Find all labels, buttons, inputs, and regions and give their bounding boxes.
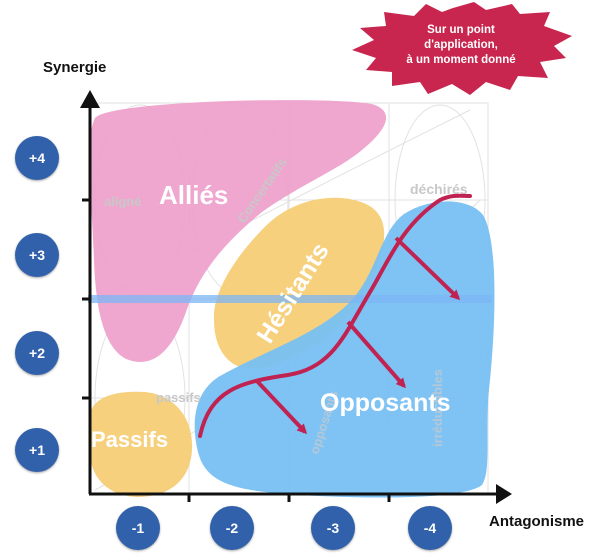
zone-opposants [194, 201, 495, 498]
y-badge-plus3: +3 [15, 233, 59, 277]
zone-title-allies: Alliés [159, 180, 228, 210]
x-badge-minus3: -3 [311, 506, 355, 550]
synergie-level-highlight [88, 295, 492, 303]
zone-passifs [89, 391, 193, 497]
callout-line-2: d'application, [424, 39, 498, 51]
y-badge-plus2: +2 [15, 331, 59, 375]
zone-title-passifs: Passifs [91, 427, 168, 452]
y-axis-title: Synergie [43, 59, 107, 76]
y-badge-plus1: +1 [15, 428, 59, 472]
x-axis-title: Antagonisme [489, 513, 585, 530]
callout-line-3: à un moment donné [406, 54, 515, 66]
arrow-1 [254, 378, 308, 435]
zone-hesitants [213, 197, 385, 369]
label-dechires: déchirés [410, 181, 468, 197]
arrow-2 [346, 320, 406, 389]
x-badge-minus4: -4 [408, 506, 452, 550]
label-aligne: aligné [104, 194, 142, 209]
x-badge-minus1: -1 [116, 506, 160, 550]
label-passifs-faint: passifs [156, 390, 201, 405]
y-axis-arrowhead [80, 90, 100, 108]
zone-title-opposants: Opposants [320, 389, 451, 417]
label-irreductibles: irréductibles [430, 369, 445, 447]
callout-starburst [352, 2, 572, 95]
y-badge-plus4: +4 [15, 136, 59, 180]
x-badge-minus2: -2 [210, 506, 254, 550]
axes [82, 108, 498, 502]
arrow-3 [394, 236, 461, 301]
callout-line-1: Sur un point [427, 24, 495, 36]
boundary-curve [198, 193, 472, 438]
x-axis-arrowhead [496, 484, 512, 504]
